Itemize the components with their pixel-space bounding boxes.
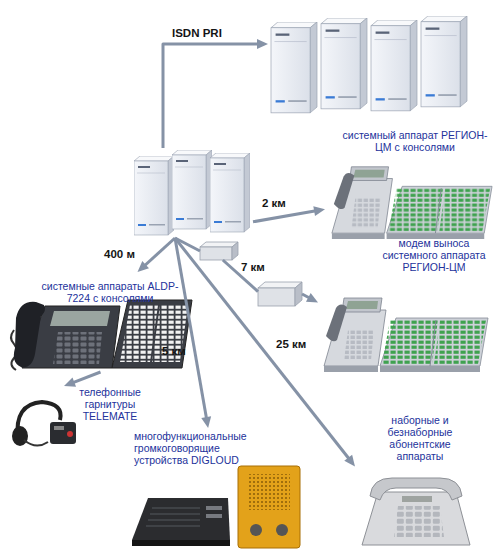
modem-box (200, 242, 238, 260)
pbx-cabinets-part (210, 153, 250, 232)
connector-line (175, 238, 200, 251)
connector-line (163, 44, 259, 148)
loudspeaker-devices-part (132, 498, 230, 540)
device-node (268, 16, 475, 114)
analog-phone-part (362, 492, 470, 545)
device-caption: телефонные гарнитуры TELEMATE (72, 386, 148, 422)
remote-pbx-cabinets (271, 16, 467, 113)
loudspeaker-devices-part (250, 524, 262, 536)
arrow-head (257, 39, 268, 49)
arrow-head (64, 377, 76, 386)
connector-line (144, 238, 175, 266)
device-caption: многофункциональные громкоговорящие устр… (134, 430, 252, 466)
modem-box-part (232, 242, 238, 260)
device-caption: наборные и безнаборные абонентские аппар… (375, 414, 465, 462)
console-phone-part (332, 167, 492, 239)
aldp-phone (11, 300, 192, 370)
headset-part (50, 422, 76, 444)
connector-line (253, 211, 316, 222)
loudspeaker-devices-part (152, 508, 200, 509)
device-node: системные аппараты ALDP-7224 с консолями (8, 272, 193, 372)
analog-phone-part (402, 496, 432, 502)
arrow-head (306, 293, 318, 303)
connector (175, 238, 200, 251)
console-phone (324, 298, 488, 372)
connector (163, 39, 268, 148)
device-node: наборные и безнаборные абонентские аппар… (355, 412, 480, 548)
loudspeaker-devices-part (276, 524, 288, 536)
arrow-head (138, 261, 150, 272)
connector (175, 238, 211, 428)
device-node (318, 290, 494, 374)
analog-phone (362, 478, 470, 545)
modem-box-part (258, 288, 295, 306)
remote-pbx-cabinets-part (371, 20, 417, 111)
device-node (133, 148, 253, 238)
console-phone-part (324, 298, 488, 372)
device-node: многофункциональные громкоговорящие устр… (128, 428, 306, 549)
loudspeaker-devices (132, 466, 300, 548)
loudspeaker-devices-part (238, 466, 300, 548)
loudspeaker-devices-part (132, 540, 230, 546)
distance-label: 25 км (276, 338, 306, 350)
distance-label: 2 км (262, 197, 286, 209)
distance-label: ISDN PRI (172, 27, 222, 39)
connector (64, 372, 101, 387)
connector-line (175, 238, 207, 419)
aldp-phone-part (14, 302, 45, 367)
headset-part (67, 431, 73, 437)
headset-part (54, 426, 64, 430)
modem-box (258, 282, 302, 306)
modem-box-part (295, 282, 302, 306)
arrow-head (344, 455, 355, 467)
aldp-phone-part (112, 300, 192, 368)
headset-part (24, 440, 48, 446)
pbx-cabinets (134, 150, 250, 235)
device-caption: системный аппарат РЕГИОН-ЦМ с консолями (340, 129, 490, 153)
device-node (200, 242, 238, 260)
console-phone (332, 167, 492, 239)
loudspeaker-devices-part (206, 506, 222, 510)
headset-part (12, 426, 28, 446)
connector-line (302, 294, 310, 298)
connector (138, 238, 176, 272)
aldp-phone-part (50, 311, 110, 326)
arrow-head (313, 206, 325, 216)
device-caption: модем выноса системного аппарата РЕГИОН-… (375, 237, 493, 273)
remote-pbx-cabinets-part (321, 18, 367, 109)
modem-box-part (200, 247, 232, 260)
distance-label: 5 км (162, 345, 186, 357)
device-node: телефонные гарнитуры TELEMATE (8, 386, 148, 450)
loudspeaker-devices-part (206, 514, 222, 518)
aldp-phone-part (53, 332, 102, 364)
remote-pbx-cabinets-part (421, 16, 467, 107)
connector-line (72, 372, 100, 383)
pbx-cabinets-part (134, 156, 174, 235)
distance-label: 7 км (241, 261, 265, 273)
remote-pbx-cabinets-part (271, 22, 317, 113)
aldp-phone-part (120, 305, 158, 362)
pbx-cabinets-part (172, 150, 212, 229)
modem-box-part (258, 282, 302, 288)
headset (12, 402, 76, 446)
distance-label: 400 м (104, 248, 135, 260)
device-node: модем выноса системного аппарата РЕГИОН-… (258, 282, 302, 306)
loudspeaker-devices-part (148, 520, 200, 521)
loudspeaker-devices-part (150, 514, 200, 515)
arrow-head (201, 416, 211, 428)
loudspeaker-devices-part (146, 526, 200, 527)
device-caption: системные аппараты ALDP-7224 с консолями (40, 280, 180, 304)
device-node: системный аппарат РЕГИОН-ЦМ с консолями (325, 128, 495, 244)
loudspeaker-devices-part (248, 474, 290, 510)
analog-phone-part (394, 506, 444, 537)
aldp-phone-part (152, 305, 188, 362)
connector (302, 293, 318, 303)
connector-line (175, 238, 349, 459)
